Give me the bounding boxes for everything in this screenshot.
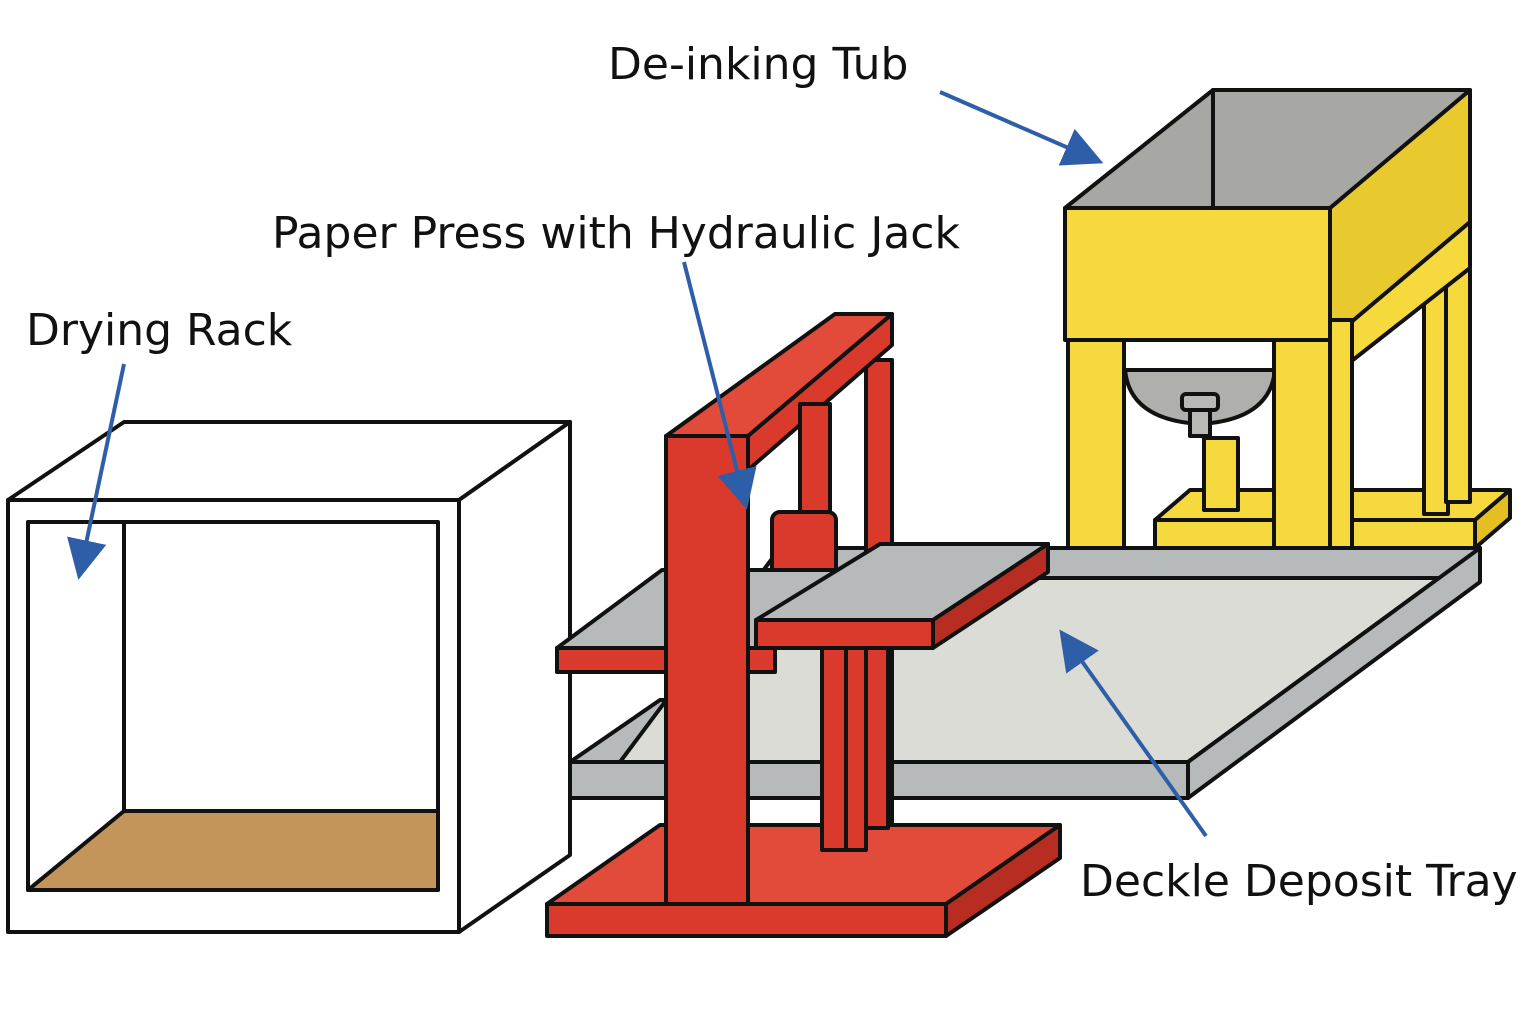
paper-press-label: Paper Press with Hydraulic Jack — [272, 208, 960, 259]
drying-rack-label: Drying Rack — [26, 305, 293, 356]
deinking-tub-arrow — [939, 90, 1104, 166]
drying-rack-floor — [26, 809, 440, 892]
drying-rack-arrow — [67, 363, 126, 580]
drying-rack — [6, 420, 572, 934]
deinking-tub-label: De-inking Tub — [608, 39, 908, 90]
deckle-tray-label: Deckle Deposit Tray — [1080, 856, 1518, 907]
deinking-tub — [1063, 88, 1512, 550]
deckle-tray-arrow — [1059, 629, 1208, 838]
paper-press-arrow — [682, 261, 757, 510]
